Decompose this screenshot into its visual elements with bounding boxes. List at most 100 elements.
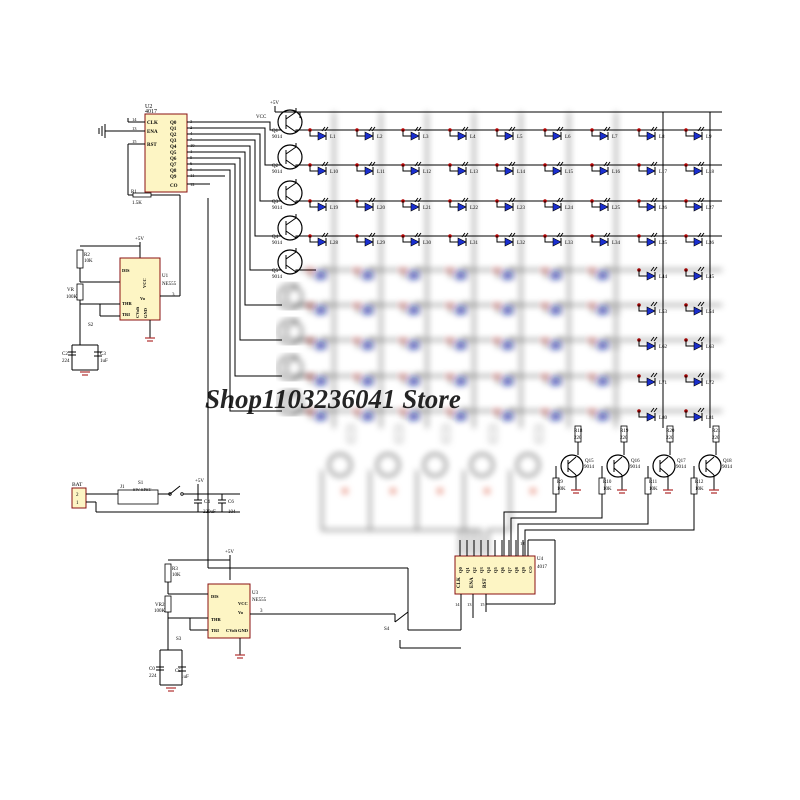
led-diode (317, 306, 327, 316)
led-wire (591, 376, 600, 383)
ground-symbol (709, 489, 719, 494)
resistor-value: 220 (666, 436, 674, 441)
led-rays (321, 266, 329, 272)
led (355, 301, 376, 316)
led: L6 (543, 126, 571, 141)
led-label: L8 (659, 135, 665, 140)
led-wire (449, 340, 458, 347)
led-diode (317, 202, 327, 212)
led-wire (449, 236, 458, 243)
svg-text:C4: C4 (204, 500, 210, 505)
led-wire (638, 376, 647, 383)
svg-text:S1: S1 (138, 481, 144, 486)
led-rays (603, 336, 611, 342)
led (448, 301, 469, 316)
row-transistor (277, 283, 316, 310)
led-wire (496, 130, 505, 137)
led-rays (556, 161, 564, 167)
led-wire (496, 201, 505, 208)
svg-text:VR: VR (67, 288, 75, 293)
led-rays (461, 266, 469, 272)
transistor-leads (285, 357, 297, 379)
svg-text:1uF: 1uF (181, 675, 189, 680)
led-diode (364, 306, 374, 316)
transistor-body (277, 390, 303, 416)
led-wire (402, 340, 411, 347)
column-resistor (489, 425, 497, 443)
led-rays (556, 197, 564, 203)
led-rays (461, 372, 469, 378)
led-wire (544, 201, 553, 208)
led-wire (591, 411, 600, 418)
led-wire (449, 305, 458, 312)
svg-text:S2: S2 (88, 323, 94, 328)
u4-pin-label: Q5 (493, 566, 498, 573)
led-wire (685, 201, 694, 208)
svg-text:104: 104 (228, 510, 236, 515)
led-diode (693, 306, 703, 316)
led-wire (544, 340, 553, 347)
resistor-ref: R19 (620, 429, 629, 434)
led-rays (368, 336, 376, 342)
led-wire (638, 130, 647, 137)
led-diode (410, 377, 420, 387)
svg-text:CLK: CLK (457, 577, 462, 588)
led (401, 266, 422, 281)
led-wire (638, 411, 647, 418)
column-transistor (698, 454, 722, 478)
led (355, 336, 376, 351)
column-transistor (470, 453, 494, 477)
svg-text:C6: C6 (228, 500, 234, 505)
led-diode (646, 271, 656, 281)
resistor-value: 10K (695, 487, 704, 492)
led-diode (599, 306, 609, 316)
resistor-value: 10K (649, 487, 658, 492)
svg-text:DIS: DIS (122, 268, 130, 273)
led-wire (496, 270, 505, 277)
led-rays (603, 232, 611, 238)
led: L2 (355, 126, 383, 141)
led-rays (414, 372, 422, 378)
led-wire (496, 305, 505, 312)
led-diode (364, 412, 374, 422)
led (543, 372, 564, 387)
base-wire (503, 466, 557, 556)
vcc-plus5v-label: +5V (270, 101, 279, 106)
transistor-part: 9014 (272, 170, 283, 175)
svg-text:GND: GND (238, 628, 249, 633)
u4-pin-label: Q1 (465, 566, 470, 573)
led-rays (414, 336, 422, 342)
column-drivers: R18220Q159014R910KR19220Q169014R1010KR20… (503, 425, 733, 556)
led-wire (356, 376, 365, 383)
u2-pin-label: Q7 (170, 163, 177, 168)
led-diode (317, 341, 327, 351)
led-diode (504, 271, 514, 281)
led (401, 407, 422, 422)
led-rays (603, 197, 611, 203)
led-wire (356, 130, 365, 137)
u2-pin-label: Q0 (170, 121, 177, 126)
u2-pin-label: CO (170, 184, 178, 189)
led-wire (544, 236, 553, 243)
u4-pin-label: CO (528, 566, 533, 573)
led-wire (685, 305, 694, 312)
led-wire (402, 270, 411, 277)
transistor-ref: Q3 (272, 200, 279, 205)
svg-text:C5: C5 (175, 669, 181, 674)
led-diode (552, 237, 562, 247)
led-wire (356, 201, 365, 208)
led-diode (410, 412, 420, 422)
transistor-leads (285, 392, 297, 414)
u4-pin-label: Q6 (500, 566, 505, 573)
u2-pin-label: Q2 (170, 133, 177, 138)
u4-pin-label: Q7 (507, 566, 512, 573)
svg-text:1uF: 1uF (100, 359, 108, 364)
u4-pin-label: Q8 (514, 566, 519, 573)
led-rays (414, 126, 422, 132)
led-diode (410, 341, 420, 351)
resistor-ref: R20 (666, 429, 675, 434)
led-diode (504, 306, 514, 316)
led-diode (693, 166, 703, 176)
led-rays (368, 232, 376, 238)
led-rays (508, 232, 516, 238)
